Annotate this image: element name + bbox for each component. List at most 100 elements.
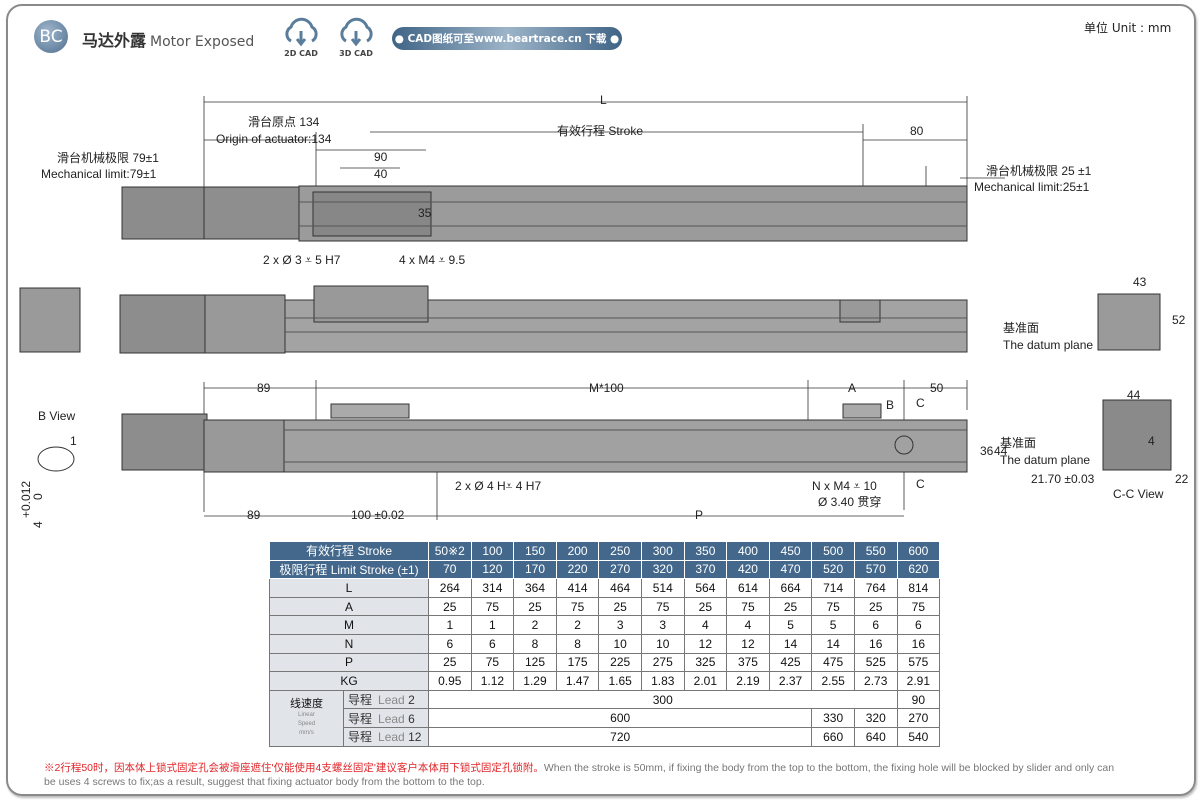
- table-cell: 375: [726, 652, 770, 673]
- table-cell: 25: [428, 596, 472, 617]
- footnote-cn: ※2行程50时，因本体上锁式固定孔会被滑座遮住'仅能使用4支螺丝固定'建议客户本…: [44, 762, 544, 774]
- row-label: 有效行程 Stroke: [269, 541, 429, 561]
- table-cell: 12: [683, 633, 728, 654]
- tolerance-zero: 0: [31, 493, 45, 500]
- table-cell: 2.19: [726, 671, 770, 691]
- dim-44: 44: [994, 444, 1008, 458]
- speed-cell: 330: [811, 708, 855, 728]
- table-cell: 25: [768, 596, 813, 617]
- datum-cn: 基准面: [1003, 321, 1039, 335]
- origin-en: Origin of actuator:134: [216, 132, 332, 146]
- limit-cell: 320: [640, 559, 685, 580]
- table-cell: 414: [555, 578, 600, 598]
- speed-main: 600: [427, 708, 813, 728]
- table-cell: 1: [428, 615, 472, 635]
- table-cell: 764: [853, 578, 898, 598]
- row-label: L: [269, 578, 429, 598]
- table-cell: 1.29: [513, 671, 557, 691]
- speed-main: 300: [428, 689, 898, 710]
- table-cell: 12: [726, 633, 770, 654]
- limit-cell: 420: [726, 559, 770, 580]
- table-cell: 25: [513, 596, 557, 617]
- table-cell: 75: [470, 652, 515, 673]
- table-cell: 5: [768, 615, 813, 635]
- stroke-cell: 400: [726, 541, 770, 561]
- title-cn: 马达外露: [82, 31, 147, 50]
- limit-left-cn: 滑台机械极限 79±1: [57, 150, 159, 165]
- datum-en-2: The datum plane: [1000, 453, 1090, 467]
- table-cell: 3: [640, 615, 685, 635]
- cloud-download-icon: [285, 17, 318, 47]
- download-3d-cad[interactable]: 3D CAD: [333, 15, 379, 58]
- table-cell: 14: [811, 633, 855, 654]
- dim-P: P: [695, 508, 703, 522]
- speed-cell: 90: [896, 689, 941, 710]
- table-cell: 1: [470, 615, 515, 635]
- lead-value: 2: [408, 693, 415, 708]
- pin-note: 2 x Ø 3 ⩡ 5 H7: [263, 253, 341, 267]
- stroke-cell: 500: [811, 541, 855, 561]
- download-2d-cad[interactable]: 2D CAD: [278, 15, 324, 58]
- dim-40: 40: [374, 167, 388, 181]
- limit-cell: 270: [598, 559, 642, 580]
- hole-note: 2 x Ø 4 H⩡ 4 H7: [455, 479, 541, 493]
- dim-36: 36: [980, 444, 994, 458]
- lead-en: Lead: [378, 730, 405, 745]
- table-cell: 525: [853, 652, 898, 673]
- n-note: N x M4 ⩡ 10: [812, 479, 877, 493]
- screw-note: 4 x M4 ⩡ 9.5: [399, 253, 465, 267]
- table-cell: 25: [428, 652, 472, 673]
- table-cell: 75: [811, 596, 855, 617]
- stroke-cell: 250: [598, 541, 642, 561]
- cad-2d-label: 2D CAD: [284, 49, 318, 58]
- table-cell: 4: [726, 615, 770, 635]
- series-badge: BC: [34, 20, 68, 53]
- cad-download-link[interactable]: ● CAD图纸可至www.beartrace.cn 下载 ●: [392, 27, 622, 50]
- stroke-cell: 300: [640, 541, 685, 561]
- row-label: A: [269, 596, 429, 617]
- datum-cn-2: 基准面: [1000, 436, 1036, 450]
- speed-main: 720: [427, 726, 813, 747]
- dim-35: 35: [418, 206, 432, 220]
- lead-cn: 导程: [348, 693, 373, 708]
- speed-cn: 线速度: [290, 697, 323, 710]
- table-cell: 16: [853, 633, 898, 654]
- table-cell: 1.83: [640, 671, 685, 691]
- table-cell: 2.55: [811, 671, 855, 691]
- stroke-cell: 150: [513, 541, 557, 561]
- stroke-cell: 350: [683, 541, 728, 561]
- speed-cell: 270: [896, 708, 941, 728]
- table-cell: 514: [640, 578, 685, 598]
- table-cell: 275: [640, 652, 685, 673]
- limit-left-en: Mechanical limit:79±1: [41, 167, 157, 181]
- speed-en1: Linear: [298, 711, 315, 718]
- table-cell: 3: [598, 615, 642, 635]
- thru-note: Ø 3.40 贯穿: [818, 494, 881, 509]
- speed-cell: 540: [896, 726, 941, 747]
- table-cell: 2.37: [768, 671, 813, 691]
- table-cell: 425: [768, 652, 813, 673]
- table-cell: 8: [513, 633, 557, 654]
- table-cell: 10: [598, 633, 642, 654]
- footnote: ※2行程50时，因本体上锁式固定孔会被滑座遮住'仅能使用4支螺丝固定'建议客户本…: [44, 761, 1124, 789]
- dim-100: 100 ±0.02: [351, 508, 405, 522]
- row-label: P: [269, 652, 429, 673]
- limit-right-cn: 滑台机械极限 25 ±1: [986, 163, 1092, 178]
- table-cell: 6: [470, 633, 515, 654]
- b-view-label: B View: [38, 409, 75, 423]
- limit-cell: 170: [513, 559, 557, 580]
- table-cell: 664: [768, 578, 813, 598]
- cad-3d-label: 3D CAD: [339, 49, 373, 58]
- lead-en: Lead: [378, 711, 405, 726]
- table-cell: 314: [470, 578, 515, 598]
- table-cell: 1.65: [598, 671, 642, 691]
- dim-A: A: [848, 381, 856, 395]
